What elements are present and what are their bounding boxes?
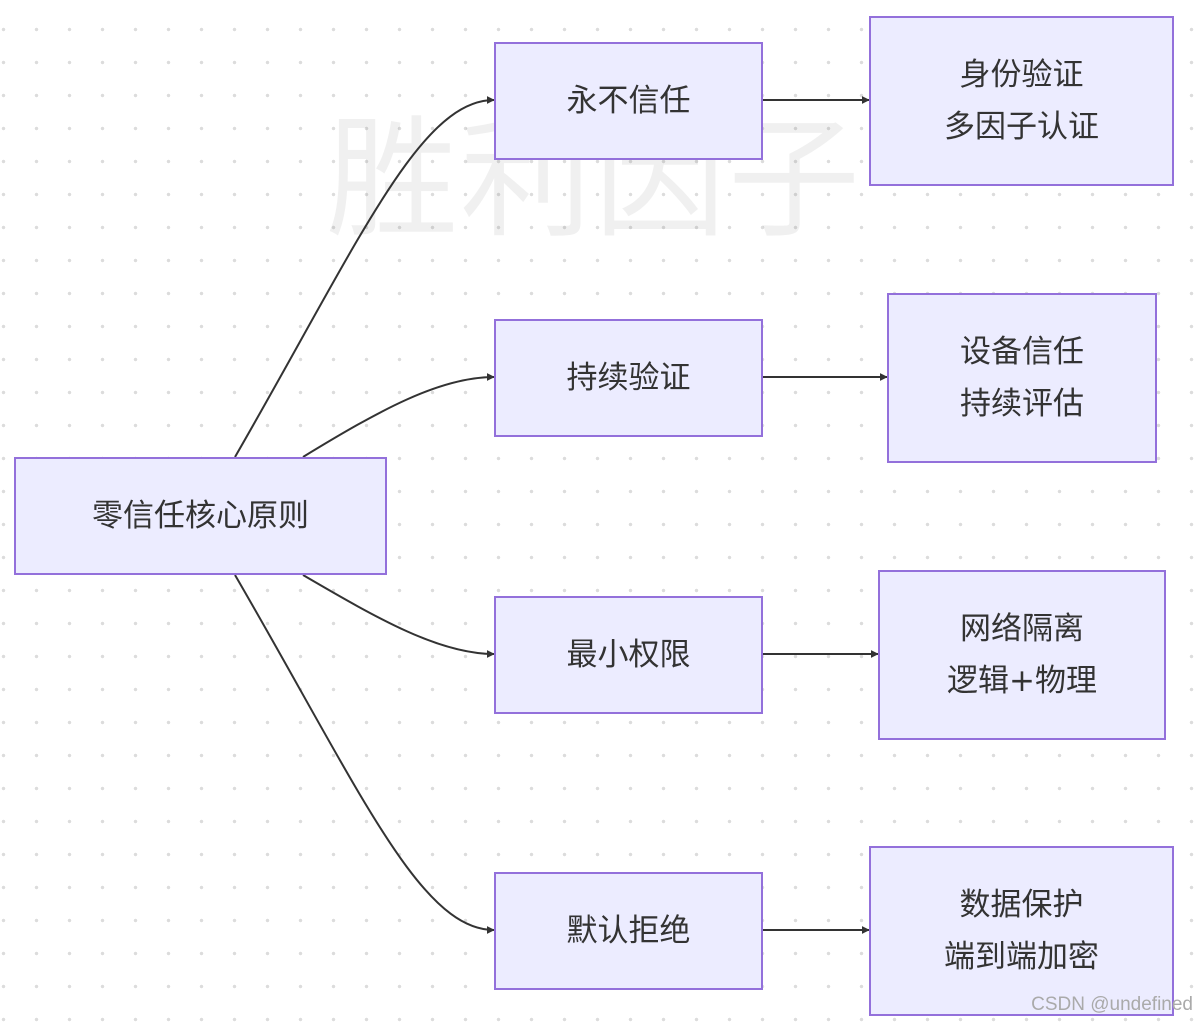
edge-root-to-principle-2 <box>302 373 495 458</box>
node-detail-3[interactable]: 网络隔离 逻辑+物理 <box>878 570 1166 740</box>
node-detail-2-line-1: 设备信任 <box>960 334 1084 370</box>
node-detail-4-line-1: 数据保护 <box>959 887 1084 923</box>
node-detail-1-line-1: 身份验证 <box>959 57 1084 93</box>
node-principle-2-label: 持续验证 <box>566 360 691 396</box>
edge-root-to-principle-4 <box>234 574 495 934</box>
edge-root-to-principle-1 <box>234 96 495 458</box>
node-detail-4-line-2: 端到端加密 <box>944 939 1099 975</box>
node-detail-3-line-1: 网络隔离 <box>960 611 1084 647</box>
node-detail-1[interactable]: 身份验证 多因子认证 <box>869 16 1174 186</box>
node-principle-2[interactable]: 持续验证 <box>494 319 763 437</box>
node-root[interactable]: 零信任核心原则 <box>14 457 387 575</box>
node-principle-1-label: 永不信任 <box>566 83 691 119</box>
node-principle-4-label: 默认拒绝 <box>566 913 691 949</box>
node-root-label: 零信任核心原则 <box>92 498 309 534</box>
node-principle-1[interactable]: 永不信任 <box>494 42 763 160</box>
node-detail-2-line-2: 持续评估 <box>960 386 1084 422</box>
credit-text: CSDN @undefined <box>1031 994 1193 1015</box>
node-detail-1-line-2: 多因子认证 <box>944 109 1099 145</box>
node-principle-4[interactable]: 默认拒绝 <box>494 872 763 990</box>
node-detail-4[interactable]: 数据保护 端到端加密 <box>869 846 1174 1016</box>
node-principle-3[interactable]: 最小权限 <box>494 596 763 714</box>
node-detail-2[interactable]: 设备信任 持续评估 <box>887 293 1157 463</box>
node-principle-3-label: 最小权限 <box>566 637 691 673</box>
edge-root-to-principle-3 <box>302 574 495 658</box>
node-detail-3-line-2: 逻辑+物理 <box>947 663 1097 699</box>
